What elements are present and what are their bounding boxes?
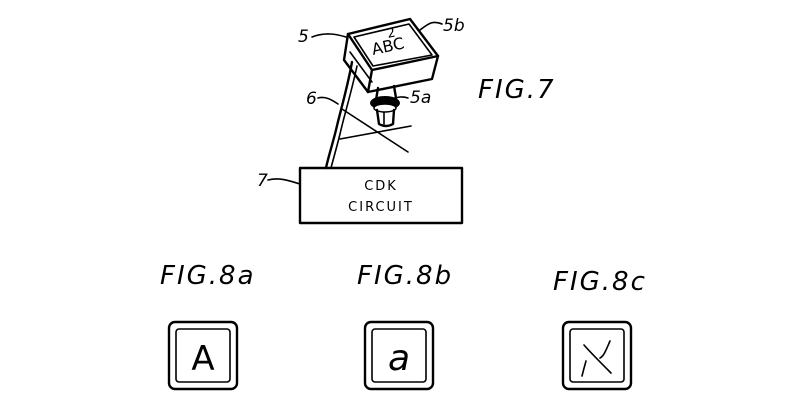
switch-line-b: [339, 125, 412, 140]
leader-5: [311, 33, 347, 38]
circuit-label-line1: CDK: [364, 179, 398, 194]
plunger: [370, 84, 400, 128]
wire: [324, 60, 354, 170]
fig7-group: 2 ABC CDK CIRCUIT 5 5b 5a 6: [257, 16, 556, 225]
fig8a-title: FIG.8a: [160, 261, 256, 291]
cdk-circuit-box: CDK CIRCUIT: [298, 166, 464, 225]
switch-line-a: [341, 108, 409, 153]
fig8c-group: FIG.8c: [553, 267, 647, 391]
fig7-title: FIG.7: [478, 75, 556, 105]
key-a-lowercase: a: [363, 320, 435, 391]
glyph-lowercase-a: a: [388, 338, 410, 379]
fig8b-title: FIG.8b: [357, 261, 453, 291]
key-a-uppercase: A: [167, 320, 239, 391]
key-number-label: 2: [386, 26, 397, 42]
fig8a-group: FIG.8a A: [160, 261, 256, 391]
ref-6: 6: [306, 89, 317, 109]
leader-6: [317, 96, 339, 105]
ref-5a: 5a: [410, 88, 431, 108]
leader-5b: [419, 21, 443, 31]
key-alef: [561, 320, 633, 391]
ref-5: 5: [298, 27, 309, 47]
key-letters-label: ABC: [370, 34, 406, 59]
keycap: 2 ABC: [342, 17, 440, 94]
glyph-alef: [581, 340, 612, 377]
fig8b-group: FIG.8b a: [357, 261, 453, 391]
ref-5b: 5b: [443, 16, 465, 36]
leader-7: [267, 178, 301, 185]
wire-return: [330, 65, 358, 169]
circuit-label-line2: CIRCUIT: [348, 200, 414, 215]
glyph-uppercase-a: A: [191, 339, 214, 379]
fig8c-title: FIG.8c: [553, 267, 647, 297]
leader-5a: [392, 96, 409, 100]
ref-7: 7: [257, 171, 268, 191]
